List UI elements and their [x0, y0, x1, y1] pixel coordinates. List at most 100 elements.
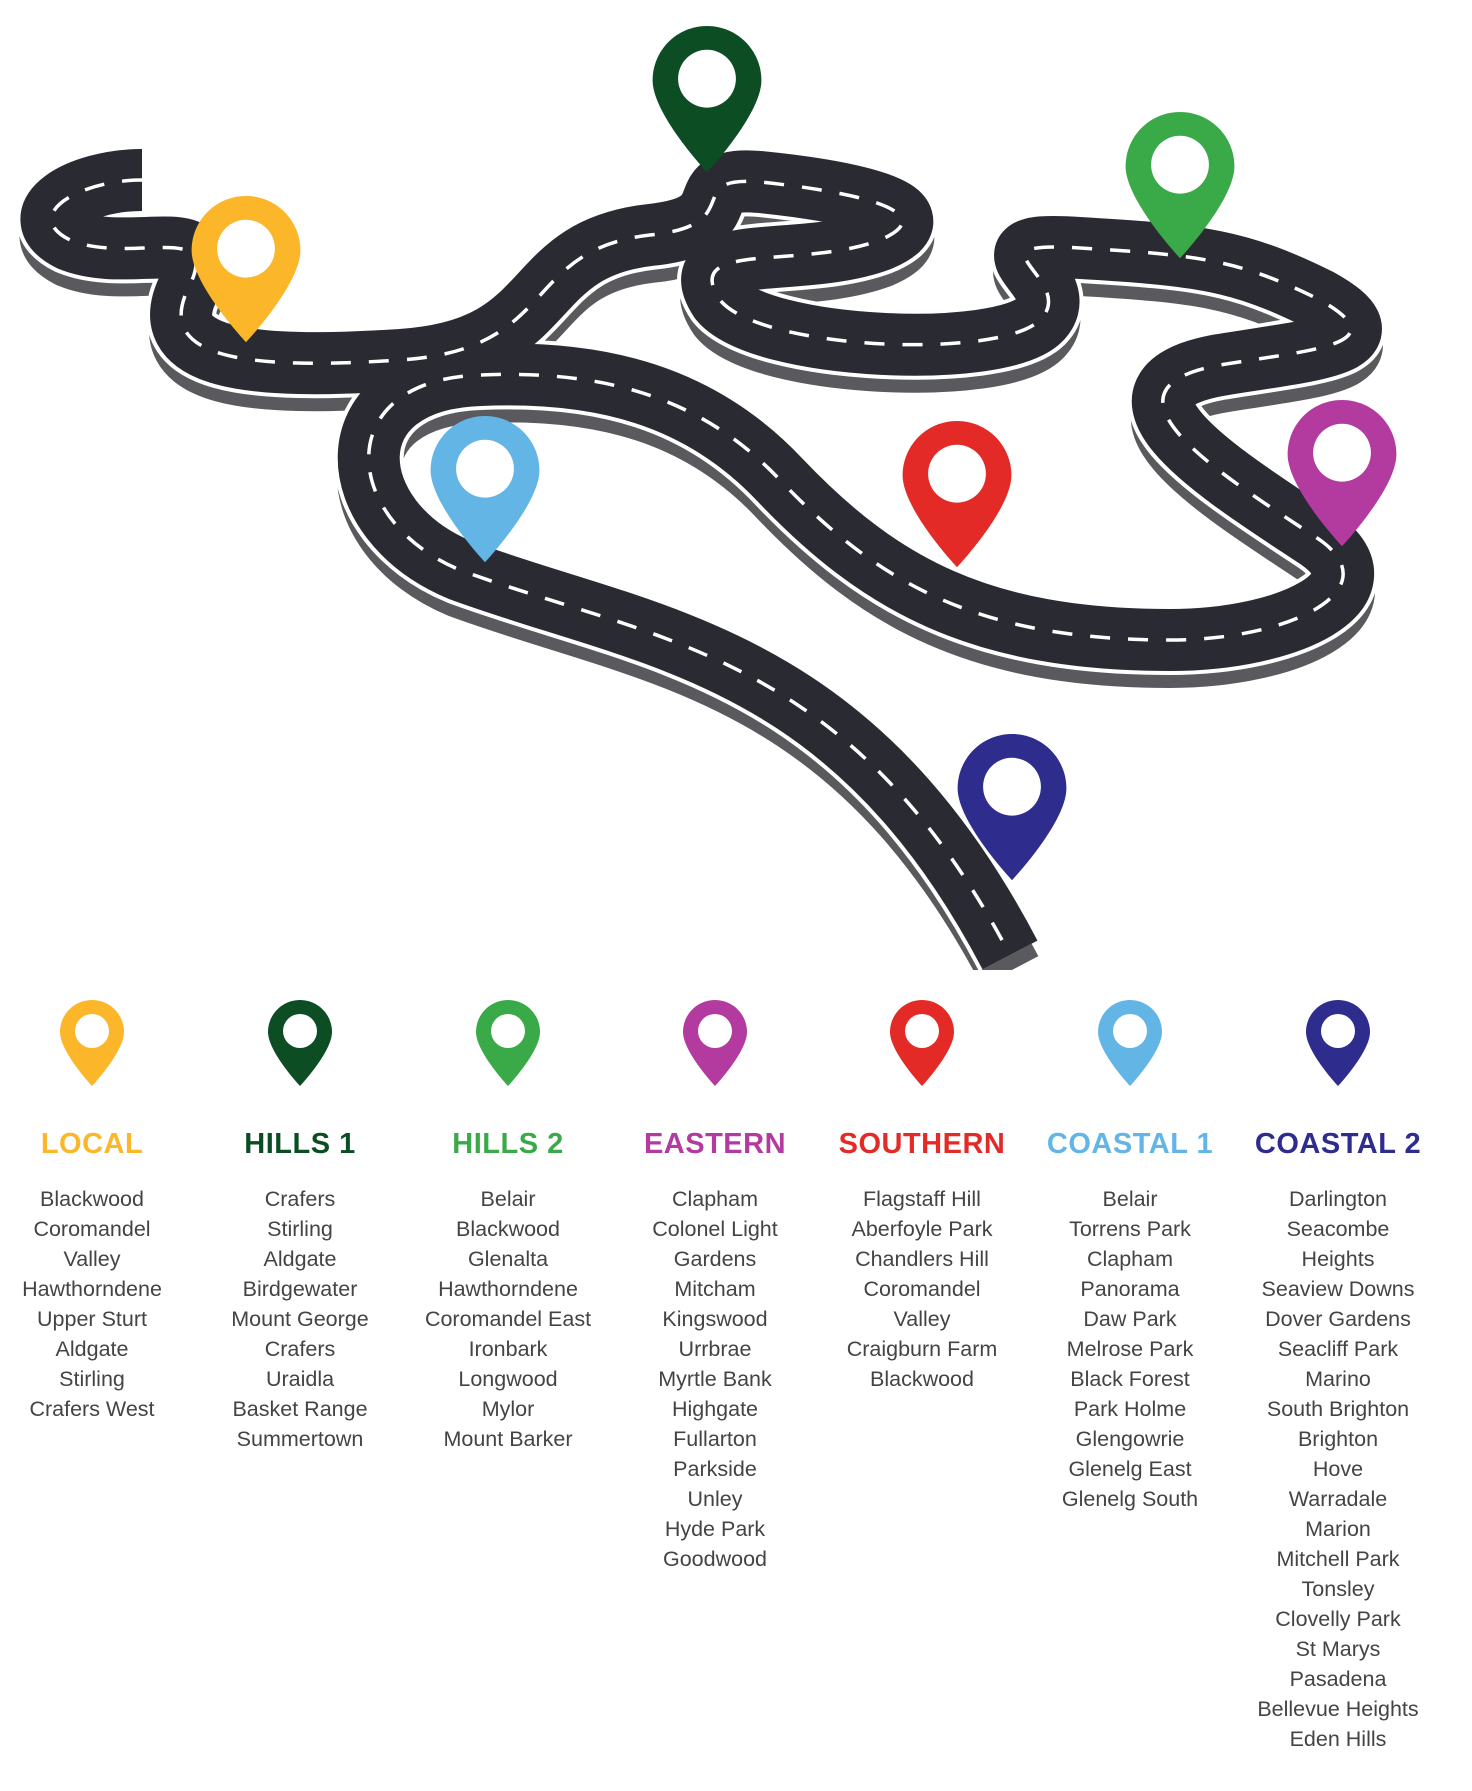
- suburb-item: Gardens: [673, 1247, 757, 1271]
- suburb-item: Eden Hills: [1289, 1727, 1387, 1751]
- suburb-item: Birdgewater: [242, 1277, 358, 1301]
- suburb-item: Marino: [1305, 1367, 1371, 1391]
- map-pin-icon: [890, 1000, 954, 1086]
- suburb-item: Longwood: [458, 1367, 558, 1391]
- map-pin-icon: [191, 196, 301, 343]
- suburb-item: Summertown: [236, 1427, 364, 1451]
- winding-road-illustration: [0, 26, 1397, 970]
- map-pin-icon: [683, 1000, 747, 1086]
- suburb-item: Mitchell Park: [1276, 1547, 1400, 1571]
- zone-title: LOCAL: [40, 1128, 144, 1160]
- suburb-item: Parkside: [673, 1457, 757, 1481]
- suburb-item: Belair: [1102, 1187, 1158, 1211]
- map-pin-icon: [430, 416, 540, 563]
- suburb-item: Fullarton: [673, 1427, 757, 1451]
- suburb-item: Seacombe: [1286, 1217, 1390, 1241]
- suburb-item: Ironbark: [468, 1337, 548, 1361]
- suburb-item: Coromandel: [863, 1277, 981, 1301]
- suburb-item: Aldgate: [55, 1337, 129, 1361]
- suburb-item: Heights: [1301, 1247, 1375, 1271]
- suburb-item: Aldgate: [263, 1247, 337, 1271]
- suburb-item: Chandlers Hill: [855, 1247, 989, 1271]
- suburb-item: Daw Park: [1083, 1307, 1177, 1331]
- suburb-item: Melrose Park: [1066, 1337, 1194, 1361]
- zone-title: HILLS 2: [452, 1128, 564, 1160]
- suburb-item: Dover Gardens: [1265, 1307, 1411, 1331]
- zone-title: COASTAL 1: [1046, 1128, 1214, 1160]
- suburb-item: Colonel Light: [652, 1217, 778, 1241]
- suburb-item: Seaview Downs: [1261, 1277, 1415, 1301]
- suburb-item: Stirling: [59, 1367, 125, 1391]
- suburb-item: Brighton: [1297, 1427, 1379, 1451]
- suburb-item: Upper Sturt: [37, 1307, 147, 1331]
- suburb-item: Flagstaff Hill: [863, 1187, 981, 1211]
- suburb-item: Coromandel East: [424, 1307, 592, 1331]
- suburb-item: Glenelg South: [1061, 1487, 1199, 1511]
- suburb-item: Glenelg East: [1068, 1457, 1192, 1481]
- suburb-item: Black Forest: [1070, 1367, 1190, 1391]
- zone-title: EASTERN: [643, 1128, 787, 1160]
- suburb-item: Pasadena: [1289, 1667, 1387, 1691]
- suburb-item: Seacliff Park: [1277, 1337, 1399, 1361]
- suburb-item: Crafers: [264, 1187, 336, 1211]
- suburb-item: Mitcham: [674, 1277, 756, 1301]
- map-pin-icon: [1125, 112, 1235, 259]
- suburb-item: Warradale: [1288, 1487, 1388, 1511]
- zone-title: SOUTHERN: [838, 1128, 1006, 1160]
- map-pin-icon: [957, 734, 1067, 881]
- suburb-item: Uraidla: [265, 1367, 335, 1391]
- suburb-item: Unley: [687, 1487, 743, 1511]
- suburb-item: Hyde Park: [664, 1517, 766, 1541]
- suburb-item: Kingswood: [662, 1307, 768, 1331]
- suburb-item: Craigburn Farm: [846, 1337, 998, 1361]
- suburb-item: Mylor: [481, 1397, 535, 1421]
- suburb-item: Coromandel: [33, 1217, 151, 1241]
- suburb-item: Basket Range: [232, 1397, 368, 1421]
- suburb-item: Clapham: [671, 1187, 759, 1211]
- suburb-item: Glenalta: [467, 1247, 549, 1271]
- suburb-item: Mount George: [231, 1307, 369, 1331]
- suburb-item: Clapham: [1086, 1247, 1174, 1271]
- suburb-item: Valley: [893, 1307, 951, 1331]
- suburb-item: South Brighton: [1266, 1397, 1410, 1421]
- suburb-item: Belair: [480, 1187, 536, 1211]
- suburb-item: Mount Barker: [443, 1427, 573, 1451]
- suburb-item: Hawthorndene: [22, 1277, 162, 1301]
- map-pin-icon: [652, 26, 762, 173]
- suburb-item: Panorama: [1080, 1277, 1180, 1301]
- suburb-item: Darlington: [1289, 1187, 1387, 1211]
- map-pin-icon: [1306, 1000, 1370, 1086]
- suburb-item: Blackwood: [40, 1187, 144, 1211]
- map-pin-icon: [902, 421, 1012, 568]
- suburb-item: Bellevue Heights: [1257, 1697, 1419, 1721]
- zone-title: HILLS 1: [244, 1128, 356, 1160]
- map-pin-icon: [1287, 400, 1397, 547]
- suburb-item: Blackwood: [456, 1217, 560, 1241]
- zone-title: COASTAL 2: [1254, 1128, 1422, 1160]
- suburb-item: Goodwood: [663, 1547, 767, 1571]
- map-pin-icon: [476, 1000, 540, 1086]
- suburb-item: Tonsley: [1301, 1577, 1375, 1601]
- map-pin-icon: [60, 1000, 124, 1086]
- suburb-item: Myrtle Bank: [658, 1367, 772, 1391]
- suburb-item: Crafers West: [29, 1397, 155, 1421]
- suburb-item: Torrens Park: [1069, 1217, 1191, 1241]
- suburb-item: Highgate: [671, 1397, 759, 1421]
- suburb-item: Hove: [1312, 1457, 1364, 1481]
- suburb-item: Blackwood: [870, 1367, 974, 1391]
- suburb-item: Valley: [63, 1247, 121, 1271]
